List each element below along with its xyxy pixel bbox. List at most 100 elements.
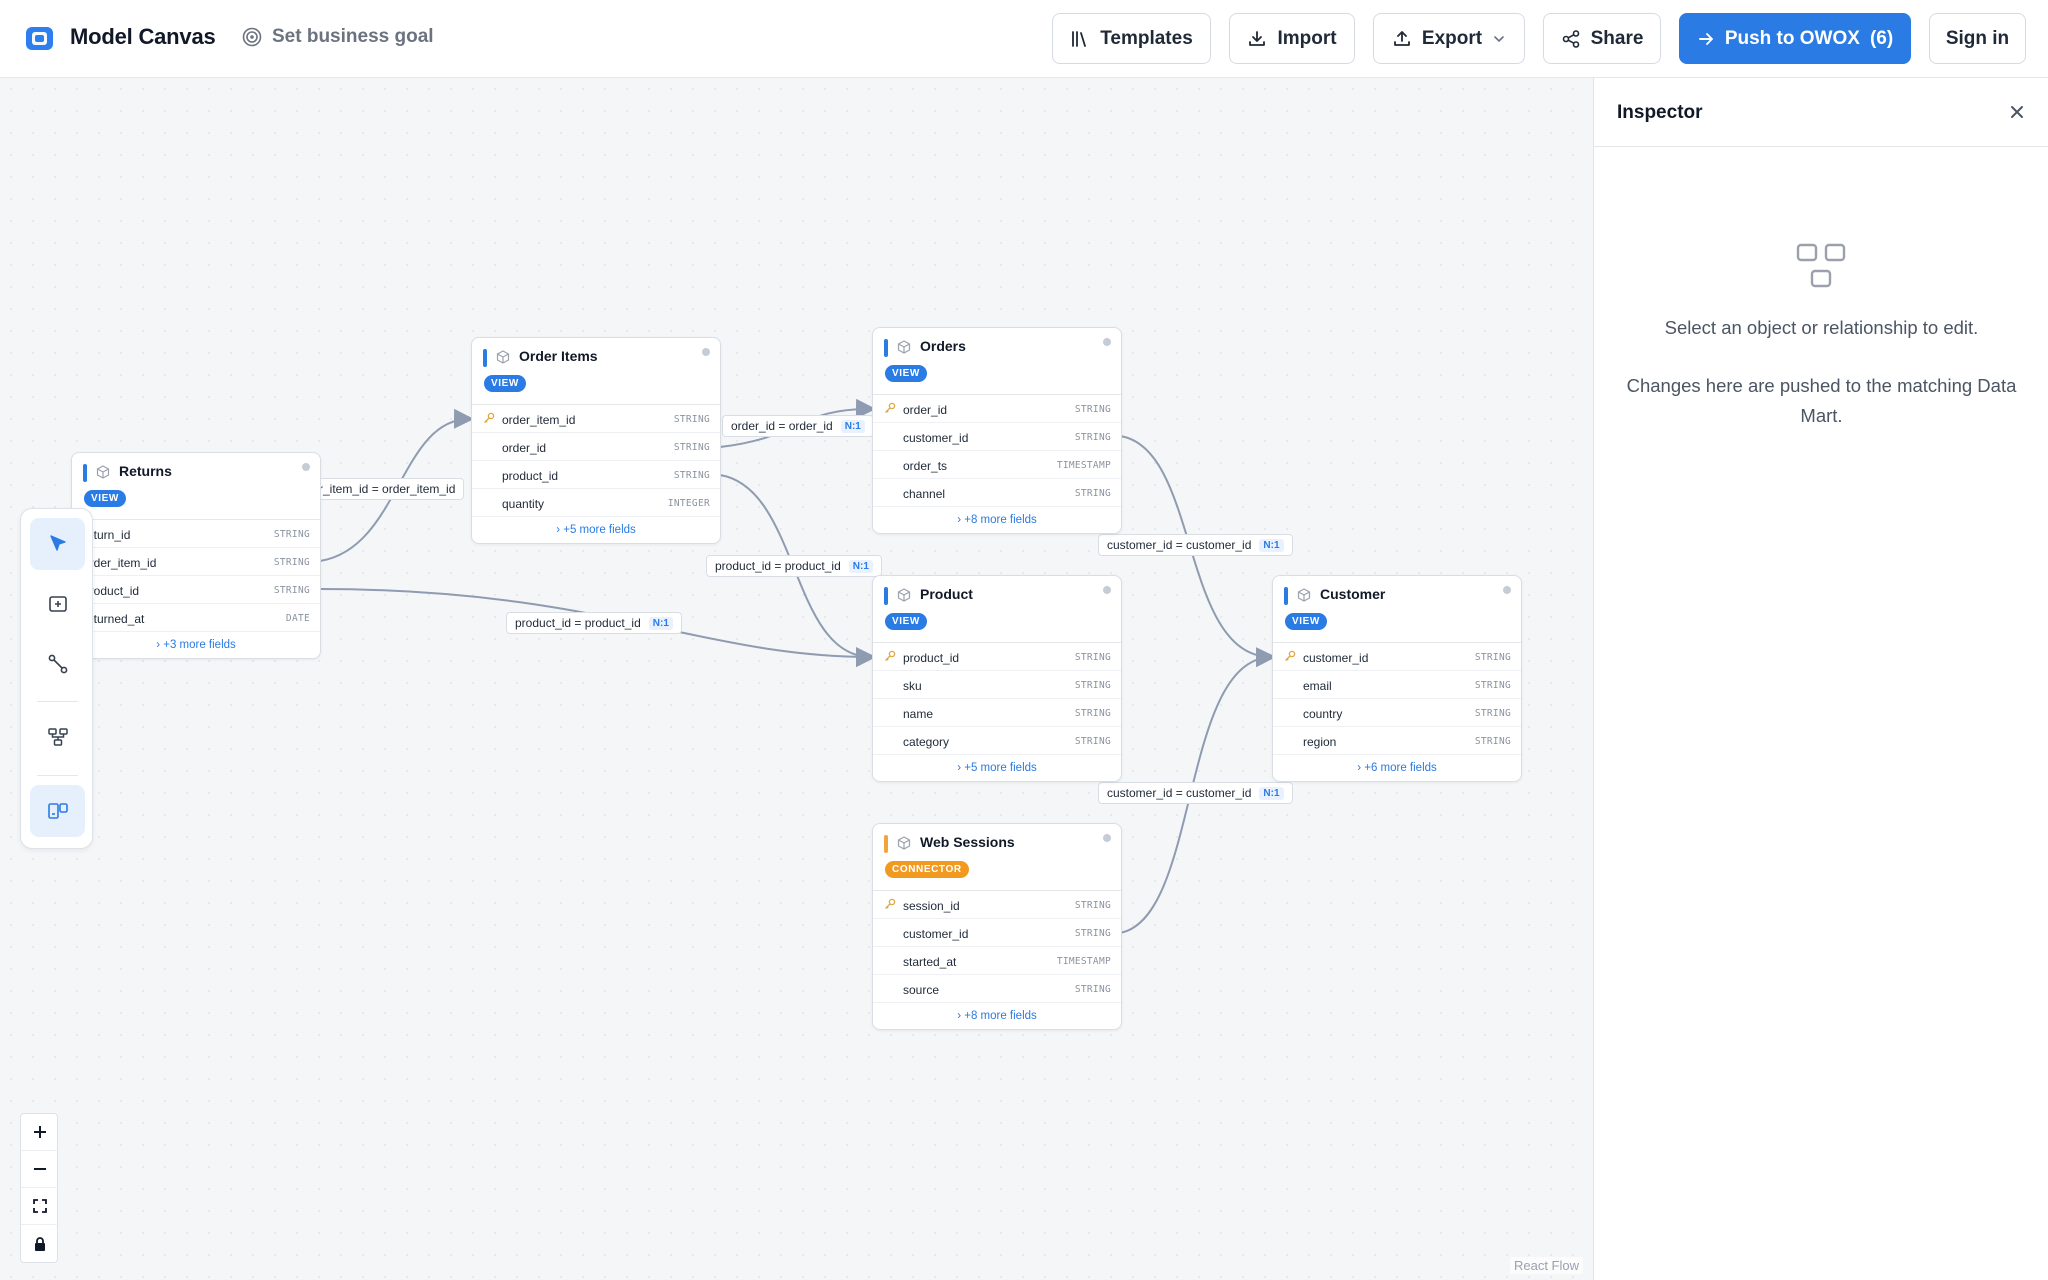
more-fields-link[interactable]: › +6 more fields [1357,762,1437,774]
inspector-header: Inspector [1594,78,2048,147]
zoom-in-button[interactable] [21,1114,59,1151]
node-handle[interactable] [702,348,710,356]
lock-button[interactable] [21,1225,59,1262]
node-type-badge: VIEW [84,490,126,507]
auto-layout-tool-button[interactable] [30,711,85,763]
add-object-tool-button[interactable] [30,578,85,630]
field-type: STRING [273,585,310,596]
objects-placeholder-icon [1796,243,1846,288]
app-logo-icon [26,27,53,50]
import-button[interactable]: Import [1229,13,1355,64]
field-name: order_ts [903,459,948,473]
field-name: product_id [903,651,960,665]
share-button[interactable]: Share [1543,13,1661,64]
app-title: Model Canvas [70,24,216,49]
more-fields-link[interactable]: › +3 more fields [156,639,236,651]
more-fields-label: +5 more fields [563,524,636,536]
lock-icon [35,1236,45,1251]
cardinality-badge: N:1 [848,559,873,573]
field-name: customer_id [1303,651,1369,665]
templates-button[interactable]: Templates [1052,13,1211,64]
more-fields-link[interactable]: › +8 more fields [957,514,1037,526]
fit-view-button[interactable] [21,1188,59,1225]
sign-in-button[interactable]: Sign in [1929,13,2026,64]
node-handle[interactable] [302,463,310,471]
cube-icon [96,465,110,479]
field-type: STRING [673,414,710,425]
more-fields-link[interactable]: › +5 more fields [556,524,636,536]
field-name: name [903,707,934,721]
library-icon [1072,30,1087,47]
field-name: source [903,983,940,997]
connector-icon [48,654,67,674]
zoom-controls [20,1113,59,1263]
panel-toggle-button[interactable] [30,785,85,837]
set-goal-button[interactable]: Set business goal [242,26,434,48]
edge-label[interactable]: product_id = product_id N:1 [706,555,882,577]
edge-label[interactable]: product_id = product_id N:1 [506,612,682,634]
field-name: category [903,735,950,749]
close-icon[interactable] [2007,102,2027,122]
inspector-empty-secondary: Changes here are pushed to the matching … [1626,375,2017,426]
react-flow-attribution[interactable]: React Flow [1509,1257,1583,1274]
field-row[interactable]: customer_id STRING [1273,643,1521,671]
node-handle[interactable] [1103,586,1111,594]
connect-tool-button[interactable] [30,638,85,690]
node-header: Order Items VIEW [472,338,720,405]
chevron-down-icon [1494,35,1504,42]
model-canvas[interactable]: r_item_id = order_item_id order_id = ord… [0,78,1593,1280]
field-type: STRING [673,470,710,481]
push-label: Push to OWOX [1724,27,1860,49]
field-name: product_id [83,584,140,598]
layout-tree-icon [47,728,68,746]
cardinality-badge: N:1 [840,419,865,433]
more-fields-link[interactable]: › +8 more fields [957,1010,1037,1022]
push-to-owox-button[interactable]: Push to OWOX (6) [1679,13,1911,64]
key-icon [1285,650,1296,661]
node-handle[interactable] [1103,338,1111,346]
more-fields-label: +6 more fields [1364,762,1437,774]
select-tool-button[interactable] [30,518,85,570]
edge-label[interactable]: customer_id = customer_id N:1 [1098,534,1293,556]
field-row[interactable]: product_id STRING [72,576,320,604]
edge-label[interactable]: customer_id = customer_id N:1 [1098,782,1293,804]
node-handle[interactable] [1103,834,1111,842]
export-button[interactable]: Export [1373,13,1525,64]
field-name: order_id [502,441,547,455]
zoom-out-button[interactable] [21,1151,59,1188]
edge-label[interactable]: r_item_id = order_item_id [310,478,465,500]
more-fields-link[interactable]: › +5 more fields [957,762,1037,774]
field-type: STRING [1474,652,1511,663]
node-handle[interactable] [1503,586,1511,594]
field-type: STRING [1074,404,1111,415]
edge-label[interactable]: order_id = order_id N:1 [722,415,874,437]
